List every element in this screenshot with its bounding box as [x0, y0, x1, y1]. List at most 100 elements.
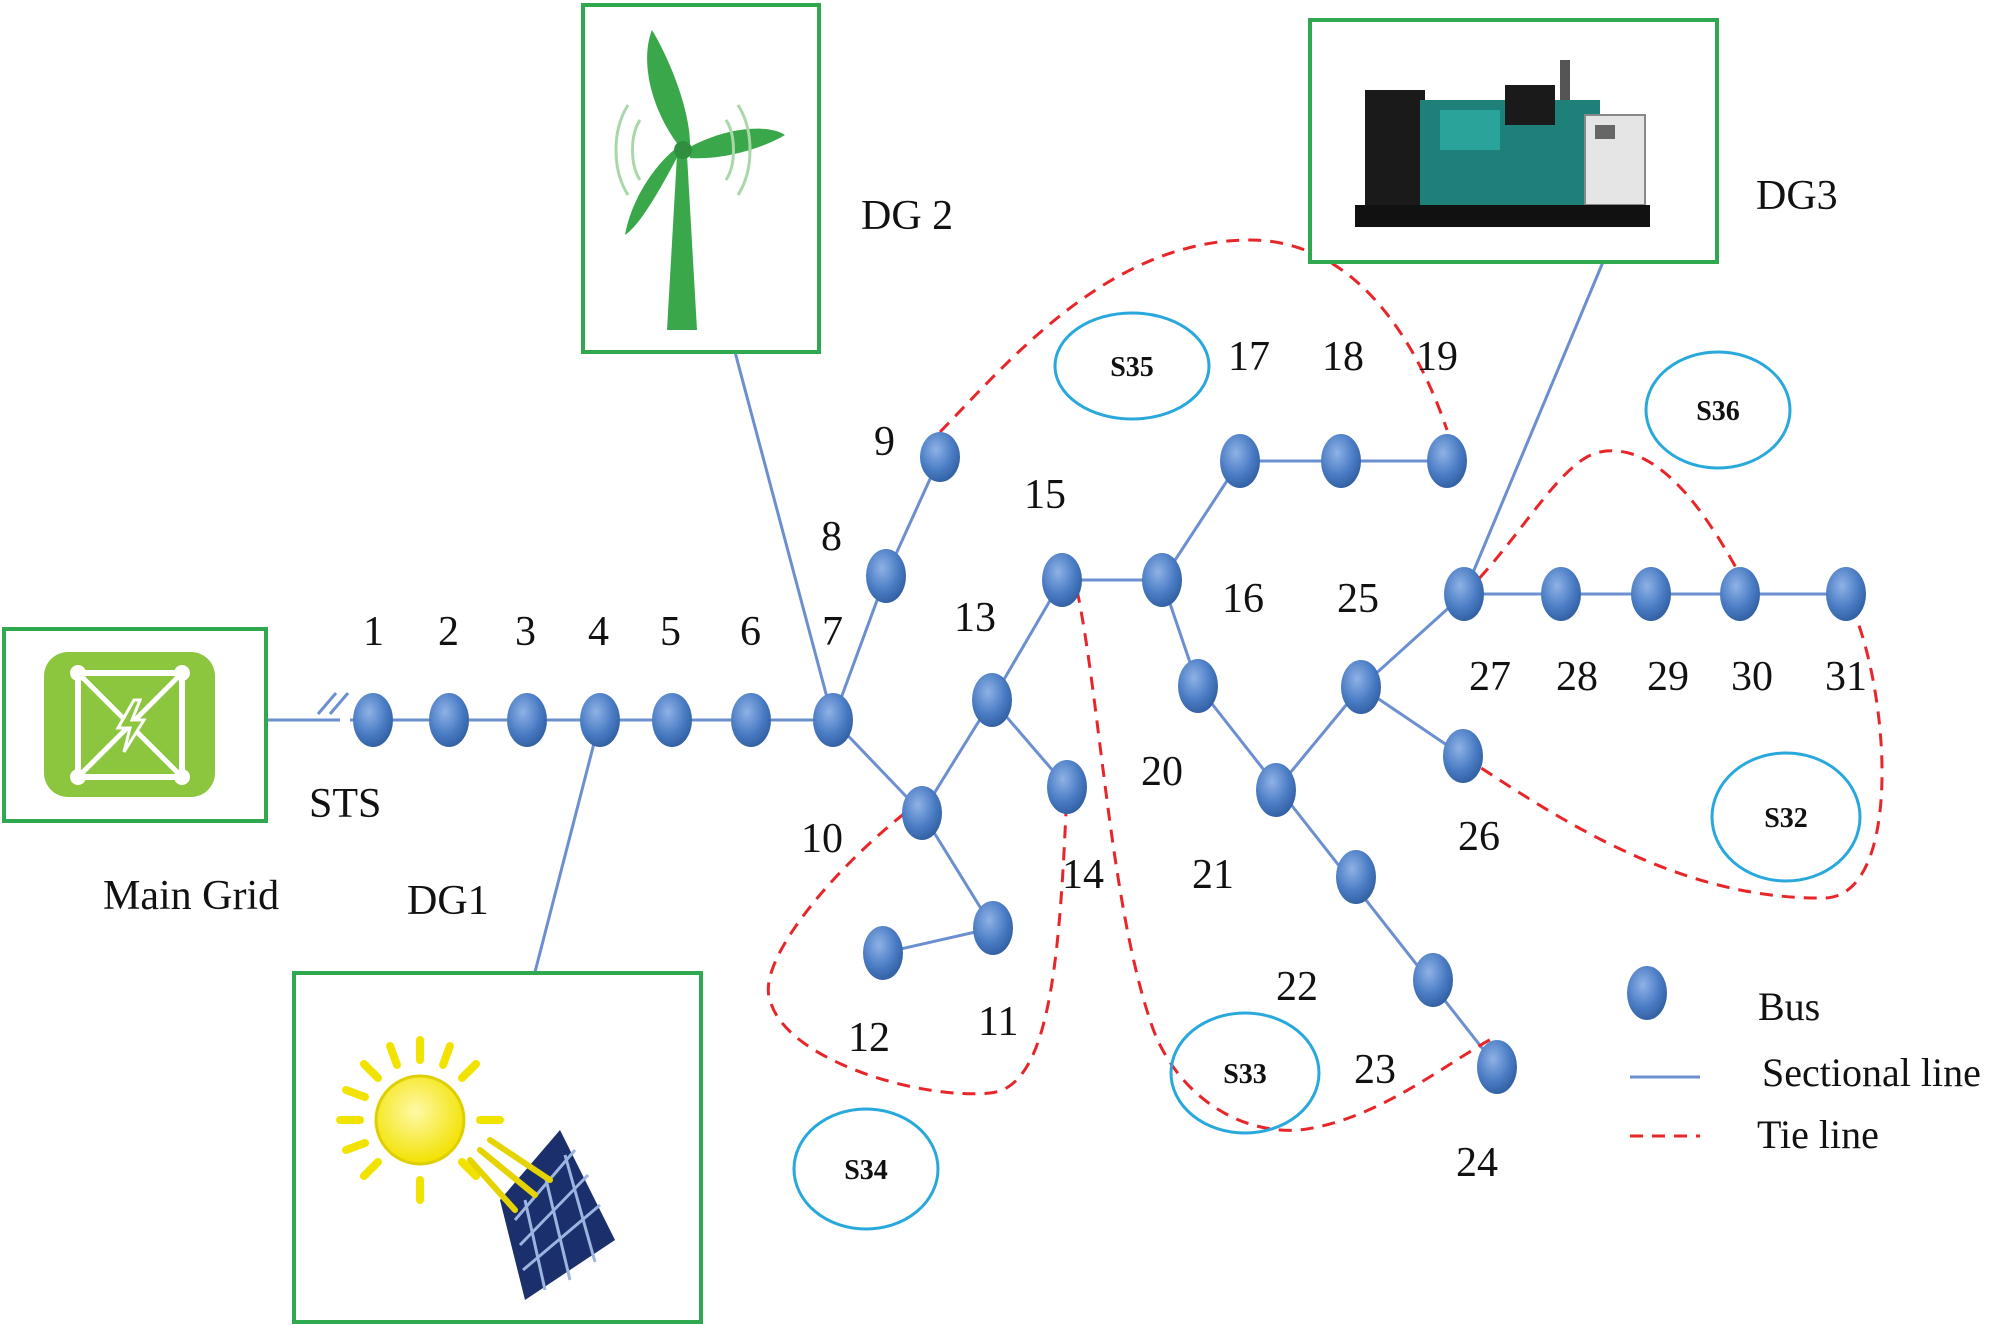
bus-label-29: 29	[1647, 654, 1689, 700]
bus-label-18: 18	[1322, 334, 1364, 380]
bus-29	[1631, 567, 1671, 621]
bus-3	[507, 693, 547, 747]
bus-label-24: 24	[1456, 1140, 1498, 1186]
bus-label-19: 19	[1416, 334, 1458, 380]
legend-bus-label: Bus	[1758, 984, 1820, 1029]
bus-4	[580, 693, 620, 747]
bus-label-25: 25	[1337, 576, 1379, 622]
bus-11	[973, 901, 1013, 955]
bus-label-12: 12	[848, 1015, 890, 1061]
bus-7	[813, 693, 853, 747]
buses	[353, 432, 1866, 1094]
bus-15	[1042, 553, 1082, 607]
bus-24	[1477, 1040, 1517, 1094]
main-grid-label: Main Grid	[103, 873, 279, 919]
bus-label-5: 5	[660, 609, 681, 655]
sts-label: STS	[309, 781, 381, 827]
bus-label-20: 20	[1141, 749, 1183, 795]
bus-17	[1220, 434, 1260, 488]
bus-label-9: 9	[874, 419, 895, 465]
wind-turbine-icon	[614, 30, 785, 330]
bus-label-16: 16	[1222, 576, 1264, 622]
dg2-box	[581, 3, 821, 354]
bus-19	[1427, 434, 1467, 488]
dg2-label: DG 2	[861, 193, 953, 239]
bus-20	[1178, 659, 1218, 713]
switch-label-s35: S35	[1110, 352, 1154, 383]
tie-27-30	[1462, 449, 1742, 596]
bus-10	[902, 786, 942, 840]
bus-6	[731, 693, 771, 747]
dg3-link	[1462, 261, 1605, 595]
bus-9	[920, 432, 960, 482]
bus-27	[1444, 567, 1484, 621]
bus-label-31: 31	[1825, 654, 1867, 700]
bus-label-6: 6	[740, 609, 761, 655]
dg2-link	[733, 351, 835, 721]
bus-label-22: 22	[1276, 964, 1318, 1010]
bus-26	[1443, 729, 1483, 783]
switch-ellipse-s36	[1644, 350, 1792, 470]
bus-label-14: 14	[1062, 852, 1104, 898]
dg3-box	[1308, 18, 1719, 264]
switch-label-s34: S34	[844, 1155, 888, 1186]
bus-label-15: 15	[1024, 472, 1066, 518]
switch-label-s33: S33	[1223, 1059, 1267, 1090]
switches: S35 S36 S34 S33 S32	[792, 311, 1862, 1231]
bus-label-26: 26	[1458, 814, 1500, 860]
switch-ellipse-s32	[1710, 751, 1862, 883]
dg1-link	[533, 719, 602, 973]
legend: Bus Sectional line Tie line	[1627, 966, 1981, 1157]
switch-ellipse-s33	[1169, 1011, 1321, 1135]
bus-label-8: 8	[821, 514, 842, 560]
tie-9-19	[938, 238, 1449, 434]
bus-31	[1826, 567, 1866, 621]
switch-label-s32: S32	[1764, 803, 1808, 834]
bus-16	[1142, 553, 1182, 607]
switch-ellipse-s35	[1053, 311, 1211, 421]
bus-label-30: 30	[1731, 654, 1773, 700]
power-grid-icon	[44, 652, 215, 797]
bus-labels: 1 2 3 4 5 6 7 8 9 10 11 12 13 14 15 16 1…	[363, 334, 1867, 1186]
bus-14	[1047, 760, 1087, 814]
tie-26-31	[1462, 593, 1884, 900]
bus-label-21: 21	[1192, 852, 1234, 898]
dg1-box	[292, 971, 703, 1324]
bus-5	[652, 693, 692, 747]
bus-2	[429, 693, 469, 747]
bus-label-7: 7	[822, 609, 843, 655]
bus-label-11: 11	[978, 999, 1018, 1045]
bus-8	[866, 549, 906, 603]
main-grid-box	[2, 627, 268, 823]
switch-ellipse-s34	[792, 1107, 940, 1231]
bus-label-2: 2	[438, 609, 459, 655]
bus-28	[1541, 567, 1581, 621]
bus-label-3: 3	[515, 609, 536, 655]
bus-30	[1720, 567, 1760, 621]
bus-label-23: 23	[1354, 1047, 1396, 1093]
dg3-label: DG3	[1756, 173, 1838, 219]
bus-12	[863, 926, 903, 980]
diesel-generator-icon	[1355, 60, 1650, 227]
bus-1	[353, 693, 393, 747]
legend-sectional-line-label: Sectional line	[1762, 1050, 1981, 1095]
bus-label-10: 10	[801, 816, 843, 862]
bus-23	[1413, 953, 1453, 1007]
solar-panel-icon	[336, 1036, 615, 1300]
bus-label-13: 13	[954, 595, 996, 641]
tie-15-24	[1075, 589, 1498, 1132]
dg1-label: DG1	[407, 878, 489, 924]
bus-18	[1321, 434, 1361, 488]
legend-tie-line-label: Tie line	[1757, 1112, 1879, 1157]
bus-label-17: 17	[1228, 334, 1270, 380]
bus-25	[1341, 660, 1381, 714]
bus-label-27: 27	[1469, 654, 1511, 700]
line-25-27	[1359, 592, 1466, 689]
tie-10-14	[766, 786, 1069, 1096]
switch-label-s36: S36	[1696, 396, 1740, 427]
bus-22	[1336, 850, 1376, 904]
bus-label-1: 1	[363, 609, 384, 655]
bus-21	[1256, 763, 1296, 817]
tie-lines	[766, 238, 1884, 1132]
